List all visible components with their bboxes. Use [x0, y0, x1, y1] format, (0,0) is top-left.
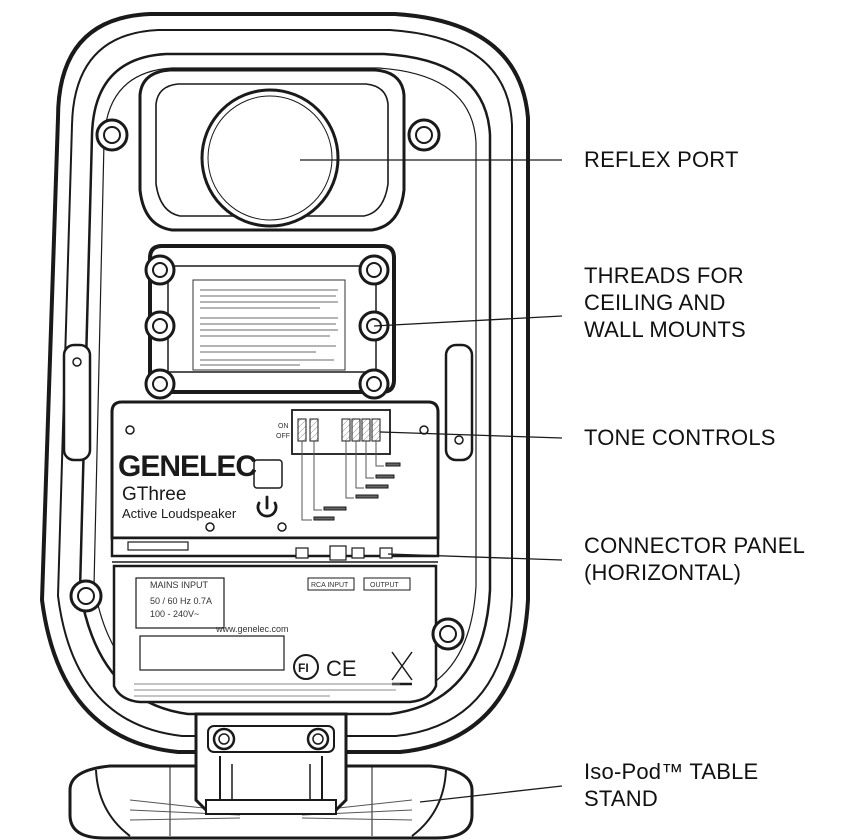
fi-mark-icon: FI [298, 661, 309, 675]
rca-input-label: RCA INPUT [311, 582, 349, 589]
brand-logo: GENELEC [118, 450, 256, 483]
leader-lines [300, 159, 563, 803]
callout-connector-panel-line-2: (HORIZONTAL) [584, 560, 742, 585]
ce-mark-icon: CE [326, 656, 357, 681]
website-label: www.genelec.com [215, 624, 289, 634]
callout-iso-pod-line-2: STAND [584, 786, 658, 811]
callout-tone-controls-text: TONE CONTROLS [584, 425, 776, 450]
callout-tone-controls: TONE CONTROLS [584, 424, 776, 451]
mains-input-label: MAINS INPUT [150, 580, 209, 590]
reflex-port [138, 68, 406, 232]
callout-iso-pod: Iso-Pod™ TABLE STAND [584, 758, 758, 812]
mains-spec-2: 100 - 240V~ [150, 609, 199, 619]
mains-spec-1: 50 / 60 Hz 0.7A [150, 596, 212, 606]
model-description: Active Loudspeaker [122, 506, 237, 521]
iso-pod-stand [68, 712, 474, 840]
power-icon [256, 495, 278, 518]
callout-iso-pod-line-1: Iso-Pod™ TABLE [584, 759, 759, 784]
connector-strip [110, 536, 440, 563]
tone-control-switches [291, 409, 401, 521]
callout-threads-line-1: THREADS FOR [584, 263, 744, 288]
side-rails [62, 343, 474, 462]
callout-threads: THREADS FOR CEILING AND WALL MOUNTS [584, 262, 746, 343]
callout-connector-panel-line-1: CONNECTOR PANEL [584, 533, 806, 558]
side-screws [69, 579, 465, 651]
top-screws [95, 118, 441, 152]
callout-threads-line-3: WALL MOUNTS [584, 317, 746, 342]
callout-threads-line-2: CEILING AND [584, 290, 726, 315]
callout-connector-panel: CONNECTOR PANEL (HORIZONTAL) [584, 532, 805, 586]
callout-reflex-port-text: REFLEX PORT [584, 147, 739, 172]
warning-label [192, 279, 346, 371]
output-label: OUTPUT [370, 582, 400, 589]
rating-panel [112, 564, 438, 704]
switch-off-label: OFF [276, 433, 290, 440]
callout-reflex-port: REFLEX PORT [584, 146, 739, 173]
model-name: GThree [122, 484, 186, 505]
switch-on-label: ON [278, 423, 289, 430]
